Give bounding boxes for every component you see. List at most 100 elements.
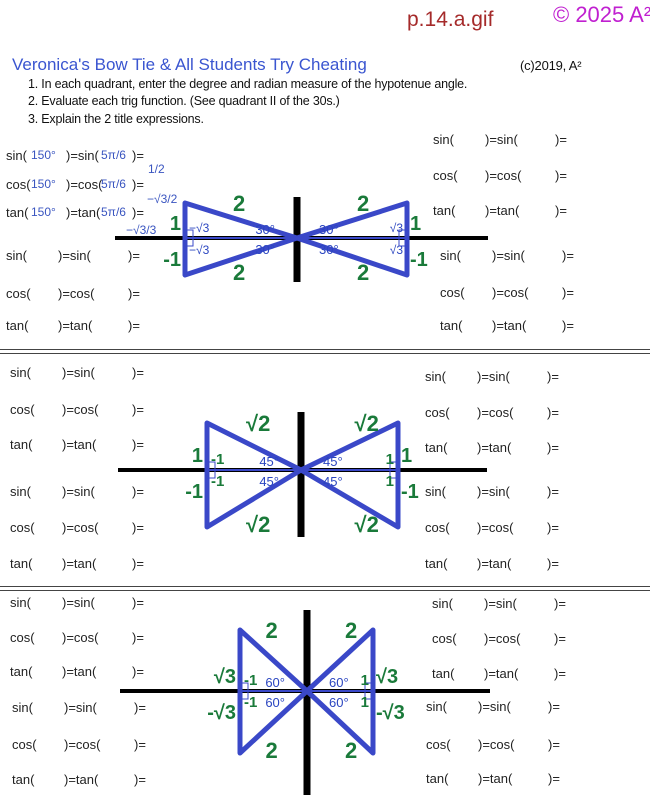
copyright-badge: © 2025 A² xyxy=(553,2,650,27)
right-angle-marker xyxy=(239,682,249,700)
credit: (c)2019, A² xyxy=(520,58,582,73)
opposite-label: -1 xyxy=(163,249,181,271)
tan-label: tan( xyxy=(432,666,455,681)
section-divider xyxy=(0,586,650,591)
cos-label: cos( xyxy=(10,402,35,417)
cos-label: cos( xyxy=(425,520,450,535)
tan-label: )=tan( xyxy=(477,440,512,455)
sin-label: sin( xyxy=(425,484,446,499)
angle-label: 45° xyxy=(259,454,279,469)
cos-label: )=cos( xyxy=(62,402,99,417)
adjacent-label: 1 xyxy=(386,451,394,468)
cos-label: )= xyxy=(128,286,140,301)
radian-answer[interactable]: 5π/6 xyxy=(101,205,126,219)
opposite-label: -1 xyxy=(401,481,419,503)
sin-label: )= xyxy=(548,699,560,714)
cos-label: )= xyxy=(132,520,144,535)
sin-value-answer[interactable]: 1/2 xyxy=(148,162,165,176)
hypotenuse-label: 2 xyxy=(233,260,245,285)
tan-label: )=tan( xyxy=(62,437,97,452)
cos-label: )= xyxy=(132,630,144,645)
sin-label: )= xyxy=(132,365,144,380)
tan-label: )= xyxy=(548,771,560,786)
tan-label: )= xyxy=(128,318,140,333)
tan-label: tan( xyxy=(10,664,33,679)
sin-label: )= xyxy=(128,248,140,263)
tan-value-answer[interactable]: −√3/3 xyxy=(126,223,157,237)
hypotenuse-label: 2 xyxy=(357,260,369,285)
tan-label: )=tan( xyxy=(64,772,99,787)
cos-label: )= xyxy=(547,520,559,535)
sin-label: )=sin( xyxy=(58,248,91,263)
tan-label: )= xyxy=(134,772,146,787)
tan-label: )=tan( xyxy=(62,556,97,571)
cos-label: )=cos( xyxy=(64,737,101,752)
cos-label: )= xyxy=(562,285,574,300)
angle-label: 60° xyxy=(265,695,285,710)
sin-label: )= xyxy=(134,700,146,715)
tan-label: )=tan( xyxy=(477,556,512,571)
sin-label: )=sin( xyxy=(492,248,525,263)
cos-label: )=cos( xyxy=(66,177,103,192)
cos-label: cos( xyxy=(10,520,35,535)
page-title: Veronica's Bow Tie & All Students Try Ch… xyxy=(12,55,367,74)
cos-label: )= xyxy=(134,737,146,752)
adjacent-label: -1 xyxy=(211,451,224,468)
cos-label: cos( xyxy=(12,737,37,752)
hypotenuse-label: 2 xyxy=(345,618,357,643)
adjacent-label: √3 xyxy=(390,243,404,257)
angle-label: 60° xyxy=(329,675,349,690)
sin-label: )=sin( xyxy=(484,596,517,611)
cos-label: cos( xyxy=(432,631,457,646)
degree-answer[interactable]: 150° xyxy=(31,148,56,162)
sin-label: sin( xyxy=(432,596,453,611)
right-angle-marker xyxy=(184,229,194,247)
sin-label: )= xyxy=(547,369,559,384)
sin-label: sin( xyxy=(10,595,31,610)
sin-label: sin( xyxy=(6,248,27,263)
tan-label: )=tan( xyxy=(485,203,520,218)
hypotenuse-label: 2 xyxy=(266,738,278,763)
cos-label: )=cos( xyxy=(478,737,515,752)
sin-label: sin( xyxy=(10,365,31,380)
hypotenuse-label: 2 xyxy=(357,191,369,216)
tan-label: tan( xyxy=(10,437,33,452)
adjacent-label: −√3 xyxy=(189,221,210,235)
cos-label: )=cos( xyxy=(485,168,522,183)
degree-answer[interactable]: 150° xyxy=(31,177,56,191)
cos-label: cos( xyxy=(10,630,35,645)
tan-label: tan( xyxy=(6,205,29,220)
instruction-3: 3. Explain the 2 title expressions. xyxy=(28,112,204,126)
sin-label: )=sin( xyxy=(62,484,95,499)
cos-label: cos( xyxy=(433,168,458,183)
tan-label: )= xyxy=(555,203,567,218)
tan-label: )=tan( xyxy=(492,318,527,333)
sin-label: )=sin( xyxy=(64,700,97,715)
angle-label: 60° xyxy=(265,675,285,690)
radian-answer[interactable]: 5π/6 xyxy=(101,177,126,191)
opposite-label: -1 xyxy=(185,481,203,503)
cos-label: )=cos( xyxy=(477,405,514,420)
radian-answer[interactable]: 5π/6 xyxy=(101,148,126,162)
cos-label: )=cos( xyxy=(58,286,95,301)
angle-label: 45° xyxy=(323,454,343,469)
tan-label: tan( xyxy=(10,556,33,571)
cos-value-answer[interactable]: −√3/2 xyxy=(147,192,178,206)
sin-label: sin( xyxy=(426,699,447,714)
cos-label: cos( xyxy=(426,737,451,752)
right-angle-marker xyxy=(364,682,374,700)
sin-label: sin( xyxy=(425,369,446,384)
hypotenuse-label: √2 xyxy=(355,411,379,436)
tan-label: )=tan( xyxy=(484,666,519,681)
sin-label: )=sin( xyxy=(66,148,99,163)
cos-label: cos( xyxy=(440,285,465,300)
tan-label: )= xyxy=(132,556,144,571)
tan-label: tan( xyxy=(440,318,463,333)
degree-answer[interactable]: 150° xyxy=(31,205,56,219)
tan-label: )=tan( xyxy=(66,205,101,220)
cos-label: )= xyxy=(554,631,566,646)
opposite-label: -√3 xyxy=(207,702,236,724)
tan-label: tan( xyxy=(425,440,448,455)
cos-label: )=cos( xyxy=(62,520,99,535)
